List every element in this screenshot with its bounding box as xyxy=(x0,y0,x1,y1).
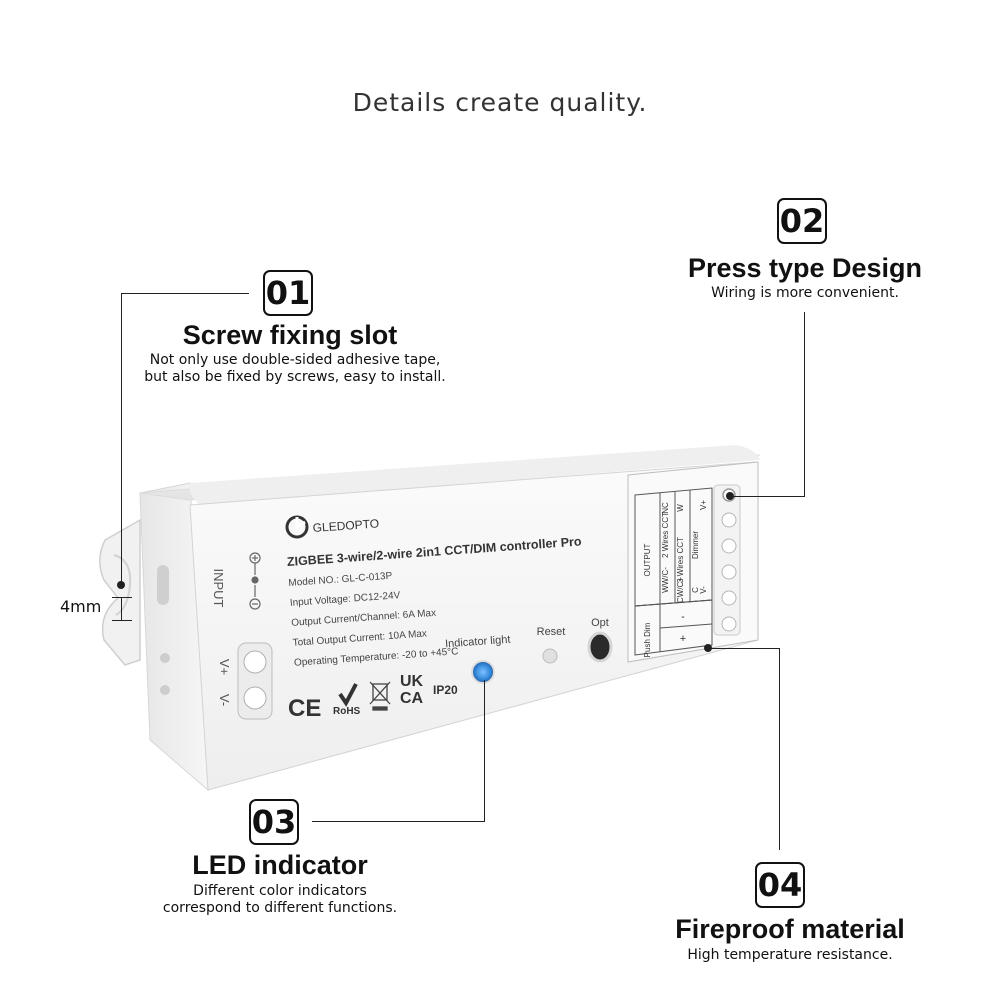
feature-01-title: Screw fixing slot xyxy=(182,320,398,350)
callout-02-line-v xyxy=(804,312,805,497)
callout-01-line-h xyxy=(121,293,249,294)
callout-04-line-h xyxy=(708,648,779,649)
reset-label: Reset xyxy=(537,626,566,638)
input-label: INPUT xyxy=(211,569,226,608)
feature-01-desc: Not only use double-sided adhesive tape,… xyxy=(100,352,490,386)
output-header: OUTPUT xyxy=(643,543,652,576)
dimension-label: 4mm xyxy=(60,597,102,616)
opt-label: Opt xyxy=(591,617,609,629)
feature-02-desc: Wiring is more convenient. xyxy=(655,285,955,302)
push-dim-label: Push Dim xyxy=(643,622,652,657)
feature-04-desc-line: High temperature resistance. xyxy=(687,947,893,963)
brand-name: GLEDOPTO xyxy=(312,516,379,535)
feature-02-title: Press type Design xyxy=(687,253,923,283)
feature-04-desc: High temperature resistance. xyxy=(640,947,940,964)
ce-mark: CE xyxy=(288,695,321,722)
callout-02-line-h xyxy=(733,496,805,497)
feature-01-desc-line: Not only use double-sided adhesive tape, xyxy=(149,352,441,368)
terminal-cw: CW/C+ xyxy=(676,577,685,603)
terminal-plus-label: + xyxy=(680,633,686,645)
polarity-symbol xyxy=(249,552,261,610)
terminal-c: C xyxy=(691,587,700,593)
terminal-vminus: V- xyxy=(699,586,708,594)
rohs-check-icon xyxy=(338,683,358,707)
ukca-mark-top: UK xyxy=(400,673,424,690)
ip-rating: IP20 xyxy=(433,683,458,697)
dimension-bracket-bottom xyxy=(112,620,132,621)
terminal-w: W xyxy=(676,504,685,512)
screw-tab xyxy=(99,518,141,666)
feature-01-badge: 01 xyxy=(263,270,313,316)
feature-03-desc-line: correspond to different functions. xyxy=(162,900,398,916)
indicator-led xyxy=(471,660,495,684)
ukca-mark-bottom: CA xyxy=(400,690,424,707)
terminal-vplus: V+ xyxy=(699,500,708,510)
gledopto-logo-icon xyxy=(285,515,309,539)
output-col-dimmer: Dimmer xyxy=(691,531,700,559)
terminal-ww: WW/C- xyxy=(661,567,670,593)
output-col-2wire: 2 Wires CCT xyxy=(661,512,670,558)
feature-03-desc-line: Different color indicators xyxy=(193,883,367,899)
callout-02-dot xyxy=(726,492,734,500)
indicator-light-label: Indicator light xyxy=(445,634,511,651)
feature-01-desc-line: but also be fixed by screws, easy to ins… xyxy=(144,369,446,385)
rohs-mark: RoHS xyxy=(333,706,361,717)
feature-04-title: Fireproof material xyxy=(675,914,905,944)
dimension-bracket-stem xyxy=(121,597,122,621)
feature-03-title: LED indicator xyxy=(192,850,368,880)
callout-01-line-v xyxy=(121,293,122,583)
callout-03-line-v xyxy=(484,680,485,822)
opt-button xyxy=(587,631,613,663)
feature-03-desc: Different color indicators correspond to… xyxy=(130,883,430,917)
weee-bin-icon xyxy=(369,681,391,711)
headline: Details create quality. xyxy=(352,88,648,117)
callout-03-line-h xyxy=(312,821,484,822)
callout-04-line-v xyxy=(779,648,780,850)
vminus-label: V- xyxy=(217,694,232,706)
callout-04-dot xyxy=(704,644,712,652)
output-col-3wire: 3 Wires CCT xyxy=(676,537,685,583)
reset-button xyxy=(542,648,558,664)
feature-02-desc-line: Wiring is more convenient. xyxy=(711,285,899,301)
push-terminals xyxy=(713,484,741,636)
feature-04-badge: 04 xyxy=(755,862,805,908)
dimension-bracket-top xyxy=(112,597,132,598)
output-table: OUTPUT 2 Wires CCT 3 Wires CCT Dimmer WW… xyxy=(643,500,708,658)
vplus-label: V+ xyxy=(217,659,232,675)
terminal-minus-label: - xyxy=(681,611,685,623)
terminal-nc: NC xyxy=(661,502,670,514)
callout-01-dot xyxy=(117,581,125,589)
feature-02-badge: 02 xyxy=(777,198,827,244)
feature-03-badge: 03 xyxy=(249,799,299,845)
